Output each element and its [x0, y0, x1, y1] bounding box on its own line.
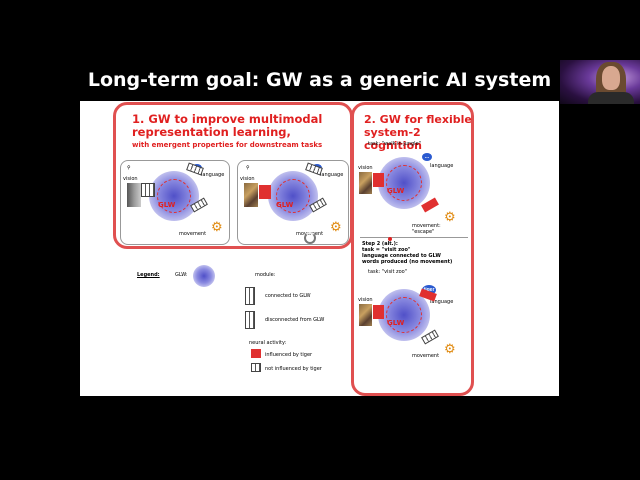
glw-label: GLW [387, 319, 405, 327]
legend-disconnected-module [245, 311, 255, 329]
vision-label: vision [240, 176, 255, 182]
tiger-image [244, 183, 258, 207]
language-label: language [430, 163, 454, 169]
tiger-bubble: tiger [422, 285, 436, 295]
movement-label: movement [179, 231, 207, 237]
legend-module: module: [255, 272, 276, 278]
speech-bubble: ... [422, 153, 432, 161]
step2-line2: task = "visit zoo" [362, 247, 411, 253]
slide-title: Long-term goal: GW as a generic AI syste… [80, 60, 559, 101]
spinner-icon [304, 232, 316, 244]
robot-arm-icon: ⚙ [211, 219, 223, 234]
legend-not-influenced: not influenced by tiger [265, 366, 322, 372]
network-icon: ⚲ [246, 165, 250, 171]
diagram-right: ... ⚲ GLW vision language movement ⚙ [237, 160, 349, 245]
task-label: task: "visit zoo" [368, 269, 408, 275]
gray-image [127, 183, 141, 207]
tiger-image [359, 304, 372, 326]
vision-encoder [141, 183, 155, 197]
task-label: task: "walk in jungle" [368, 141, 421, 147]
legend-influenced-icon [251, 349, 261, 358]
language-label: language [201, 172, 225, 178]
diagram-left: ... ⚲ GLW vision language movement ⚙ [120, 160, 230, 245]
legend-disconnected: disconnected from GLW [265, 317, 325, 323]
presentation-slide: Long-term goal: GW as a generic AI syste… [80, 60, 559, 420]
panel1-subtitle: with emergent properties for downstream … [132, 141, 323, 149]
panel1-title: 1. GW to improve multimodal representati… [132, 112, 323, 139]
robot-arm-icon: ⚙ [330, 219, 342, 234]
glw-ring [386, 165, 422, 201]
robot-arm-icon: ⚙ [444, 341, 456, 356]
step2-line3: language connected to GLW [362, 253, 441, 259]
legend-connected-module [245, 287, 255, 305]
vision-encoder-active [259, 185, 271, 199]
vision-label: vision [358, 165, 373, 171]
glw-label: GLW [158, 201, 176, 209]
legend-title: Legend: [137, 272, 160, 278]
language-label: language [320, 172, 344, 178]
glw-ring [386, 297, 422, 333]
panel-system2: 2. GW for flexible system-2 cognition ta… [351, 102, 474, 396]
legend-influenced: influenced by tiger [265, 352, 313, 358]
vision-encoder-active [373, 173, 384, 187]
vision-encoder-active [373, 305, 384, 319]
divider [360, 237, 468, 238]
robot-arm-icon: ⚙ [444, 209, 456, 224]
legend: Legend: GLW: module: connected to GLW di… [133, 265, 343, 395]
legend-glw: GLW: [175, 272, 188, 278]
slide-footer [80, 396, 559, 420]
step2-line4: words produced (no movement) [362, 259, 453, 265]
vision-label: vision [358, 297, 373, 303]
network-icon: ⚲ [127, 165, 131, 171]
movement-label: movement [412, 353, 440, 359]
step2-line1: Step 2 (alt.): [362, 241, 398, 247]
glw-label: GLW [276, 201, 294, 209]
glw-ring [157, 179, 191, 213]
person-shirt [588, 92, 634, 104]
language-encoder [186, 162, 204, 176]
laser-pointer [388, 237, 392, 241]
legend-neural: neural activity: [249, 340, 287, 346]
glw-label: GLW [387, 187, 405, 195]
webcam-thumbnail [560, 60, 640, 104]
movement-value: "escape" [412, 229, 435, 235]
panel2-title: 2. GW for flexible system-2 cognition [364, 113, 472, 152]
person-face [602, 66, 620, 90]
movement-label: movement: [412, 223, 441, 229]
legend-glw-blob [193, 265, 215, 287]
language-label: language [430, 299, 454, 305]
panel-multimodal: 1. GW to improve multimodal representati… [113, 102, 353, 249]
glw-ring [276, 179, 310, 213]
legend-connected: connected to GLW [265, 293, 311, 299]
vision-label: vision [123, 176, 138, 182]
legend-not-influenced-icon [251, 363, 261, 372]
tiger-image [359, 172, 372, 194]
